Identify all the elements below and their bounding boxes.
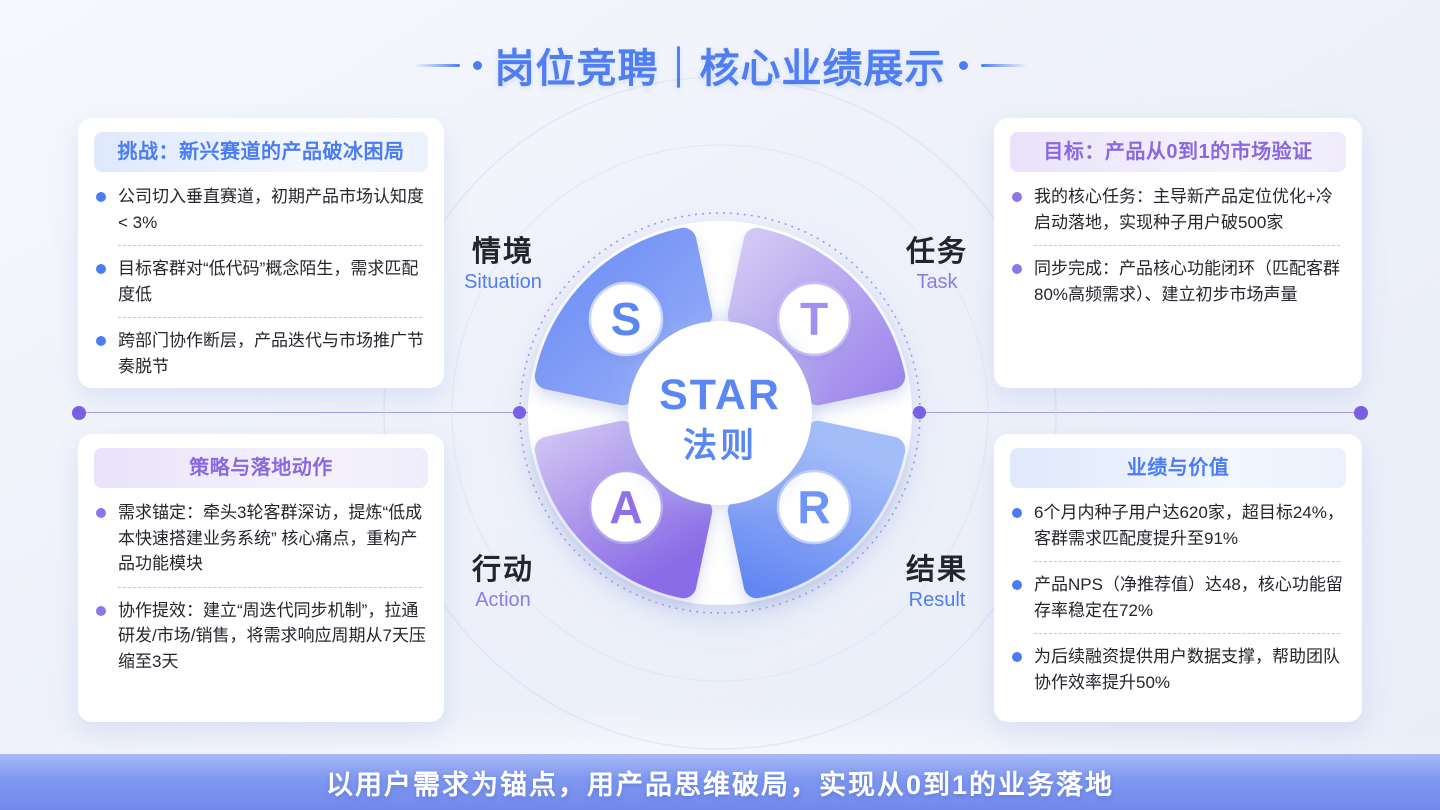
label-task-zh: 任务 [905, 236, 968, 268]
chip-s-circle [588, 281, 664, 357]
bullet-dot [1012, 508, 1022, 518]
chip-r-circle [776, 469, 852, 545]
letter-chips [588, 281, 852, 545]
list-item: 同步完成：产品核心功能闭环（匹配客群80%高频需求）、建立初步市场声量 [1012, 256, 1344, 307]
list-item: 产品NPS（净推荐值）达48，核心功能留存率稳定在72% [1012, 572, 1344, 623]
card-goal-list: 我的核心任务：主导新产品定位优化+冷启动落地，实现种子用户破500家 同步完成：… [1012, 184, 1344, 307]
card-results: 业绩与价值 6个月内种子用户达620家，超目标24%，客群需求匹配度提升至91%… [994, 434, 1362, 722]
card-goal-header: 目标：产品从0到1的市场验证 [1010, 132, 1346, 172]
dashed-divider [1034, 561, 1340, 562]
page-title: 岗位竞聘｜核心业绩展示 [494, 47, 946, 91]
card-strategy-list: 需求锚定：牵头3轮客群深访，提炼“低成本快速搭建业务系统” 核心痛点，重构产品功… [96, 500, 426, 674]
list-item: 6个月内种子用户达620家，超目标24%，客群需求匹配度提升至91% [1012, 500, 1344, 551]
connector-node-left [72, 406, 86, 420]
list-item: 协作提效：建立“周迭代同步机制”，拉通研发/市场/销售，将需求响应周期从7天压缩… [96, 598, 426, 675]
letter-a: A [609, 481, 642, 533]
connector-node-circle-left [513, 406, 526, 419]
title-line-left [413, 63, 460, 67]
card-challenge-list: 公司切入垂直赛道，初期产品市场认知度 < 3% 目标客群对“低代码”概念陌生，需… [96, 184, 426, 379]
dashed-divider [118, 245, 422, 246]
list-item-text: 公司切入垂直赛道，初期产品市场认知度 < 3% [118, 187, 424, 232]
bullet-dot [96, 192, 106, 202]
background-ring-outer [383, 76, 1057, 750]
page-header: 岗位竞聘｜核心业绩展示 [0, 36, 1440, 94]
chip-a-circle [588, 469, 664, 545]
list-item-text: 产品NPS（净推荐值）达48，核心功能留存率稳定在72% [1034, 575, 1343, 620]
label-action-zh: 行动 [471, 554, 534, 586]
letter-s: S [611, 293, 642, 345]
bullet-dot [96, 508, 106, 518]
bullet-dot [1012, 652, 1022, 662]
letter-r: R [797, 481, 830, 533]
card-challenge: 挑战：新兴赛道的产品破冰困局 公司切入垂直赛道，初期产品市场认知度 < 3% 目… [78, 118, 444, 388]
dashed-divider [118, 317, 422, 318]
label-result-en: Result [908, 589, 966, 611]
card-strategy-header: 策略与落地动作 [94, 448, 428, 488]
bullet-dot [1012, 580, 1022, 590]
label-situation: 情境 Situation [438, 228, 568, 294]
connector-node-right [1354, 406, 1368, 420]
list-item-text: 目标客群对“低代码”概念陌生，需求匹配度低 [118, 259, 419, 304]
card-results-list: 6个月内种子用户达620家，超目标24%，客群需求匹配度提升至91% 产品NPS… [1012, 500, 1344, 695]
title-dot-right [958, 60, 968, 70]
label-task: 任务 Task [872, 228, 1002, 294]
title-dot-left [472, 60, 482, 70]
label-situation-en: Situation [464, 271, 542, 293]
card-goal: 目标：产品从0到1的市场验证 我的核心任务：主导新产品定位优化+冷启动落地，实现… [994, 118, 1362, 388]
list-item: 需求锚定：牵头3轮客群深访，提炼“低成本快速搭建业务系统” 核心痛点，重构产品功… [96, 500, 426, 577]
star-diagram: S T A R STAR 法则 [383, 76, 1057, 750]
list-item-text: 同步完成：产品核心功能闭环（匹配客群80%高频需求）、建立初步市场声量 [1034, 259, 1340, 304]
list-item-text: 为后续融资提供用户数据支撑，帮助团队协作效率提升50% [1034, 647, 1340, 692]
label-action: 行动 Action [438, 546, 568, 612]
card-challenge-header: 挑战：新兴赛道的产品破冰困局 [94, 132, 428, 172]
list-item: 我的核心任务：主导新产品定位优化+冷启动落地，实现种子用户破500家 [1012, 184, 1344, 235]
list-item: 为后续融资提供用户数据支撑，帮助团队协作效率提升50% [1012, 644, 1344, 695]
label-situation-zh: 情境 [471, 236, 534, 268]
bullet-dot [96, 264, 106, 274]
bullet-dot [1012, 264, 1022, 274]
list-item-text: 协作提效：建立“周迭代同步机制”，拉通研发/市场/销售，将需求响应周期从7天压缩… [118, 600, 426, 671]
chip-t-circle [776, 281, 852, 357]
dashed-divider [1034, 245, 1340, 246]
footer-slogan: 以用户需求为锚点，用产品思维破局，实现从0到1的业务落地 [325, 769, 1115, 800]
list-item-text: 跨部门协作断层，产品迭代与市场推广节奏脱节 [118, 331, 424, 376]
background-ring-inner [451, 144, 989, 682]
list-item: 跨部门协作断层，产品迭代与市场推广节奏脱节 [96, 328, 426, 379]
dashed-divider [118, 586, 422, 588]
connector-node-circle-right [913, 406, 926, 419]
card-strategy: 策略与落地动作 需求锚定：牵头3轮客群深访，提炼“低成本快速搭建业务系统” 核心… [78, 434, 444, 722]
dashed-divider [1034, 633, 1340, 634]
list-item-text: 我的核心任务：主导新产品定位优化+冷启动落地，实现种子用户破500家 [1034, 187, 1333, 232]
list-item-text: 需求锚定：牵头3轮客群深访，提炼“低成本快速搭建业务系统” 核心痛点，重构产品功… [118, 503, 423, 573]
list-item: 公司切入垂直赛道，初期产品市场认知度 < 3% [96, 184, 426, 235]
card-results-header: 业绩与价值 [1010, 448, 1346, 488]
title-line-right [980, 63, 1027, 67]
label-result-zh: 结果 [905, 554, 968, 586]
list-item-text: 6个月内种子用户达620家，超目标24%，客群需求匹配度提升至91% [1034, 503, 1344, 548]
bullet-dot [96, 336, 106, 346]
label-task-en: Task [916, 271, 958, 293]
bullet-dot [96, 605, 106, 616]
footer-banner: 以用户需求为锚点，用产品思维破局，实现从0到1的业务落地 [0, 754, 1440, 810]
center-subtitle: 法则 [683, 427, 757, 465]
bullet-dot [1012, 192, 1022, 202]
list-item: 目标客群对“低代码”概念陌生，需求匹配度低 [96, 256, 426, 307]
center-title: STAR [659, 371, 781, 419]
label-action-en: Action [475, 589, 531, 611]
letter-t: T [800, 293, 828, 345]
label-result: 结果 Result [872, 546, 1002, 612]
center-circle [628, 321, 812, 505]
